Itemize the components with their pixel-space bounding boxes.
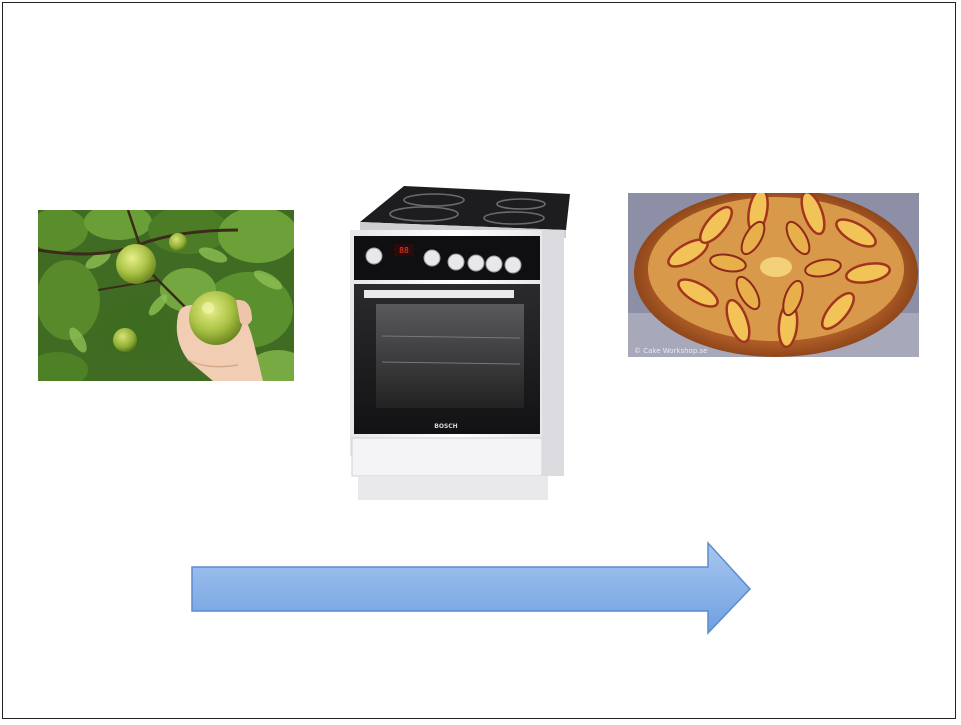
svg-text:© Cake Workshop.se: © Cake Workshop.se [634,347,707,355]
apple-tree-photo [38,210,294,381]
svg-text:BOSCH: BOSCH [434,423,457,430]
right-arrow-icon [188,539,756,639]
electric-stove-photo: 88 BOSCH [346,186,574,506]
svg-text:88: 88 [399,246,409,255]
apple-tart-photo: © Cake Workshop.se [628,193,919,357]
